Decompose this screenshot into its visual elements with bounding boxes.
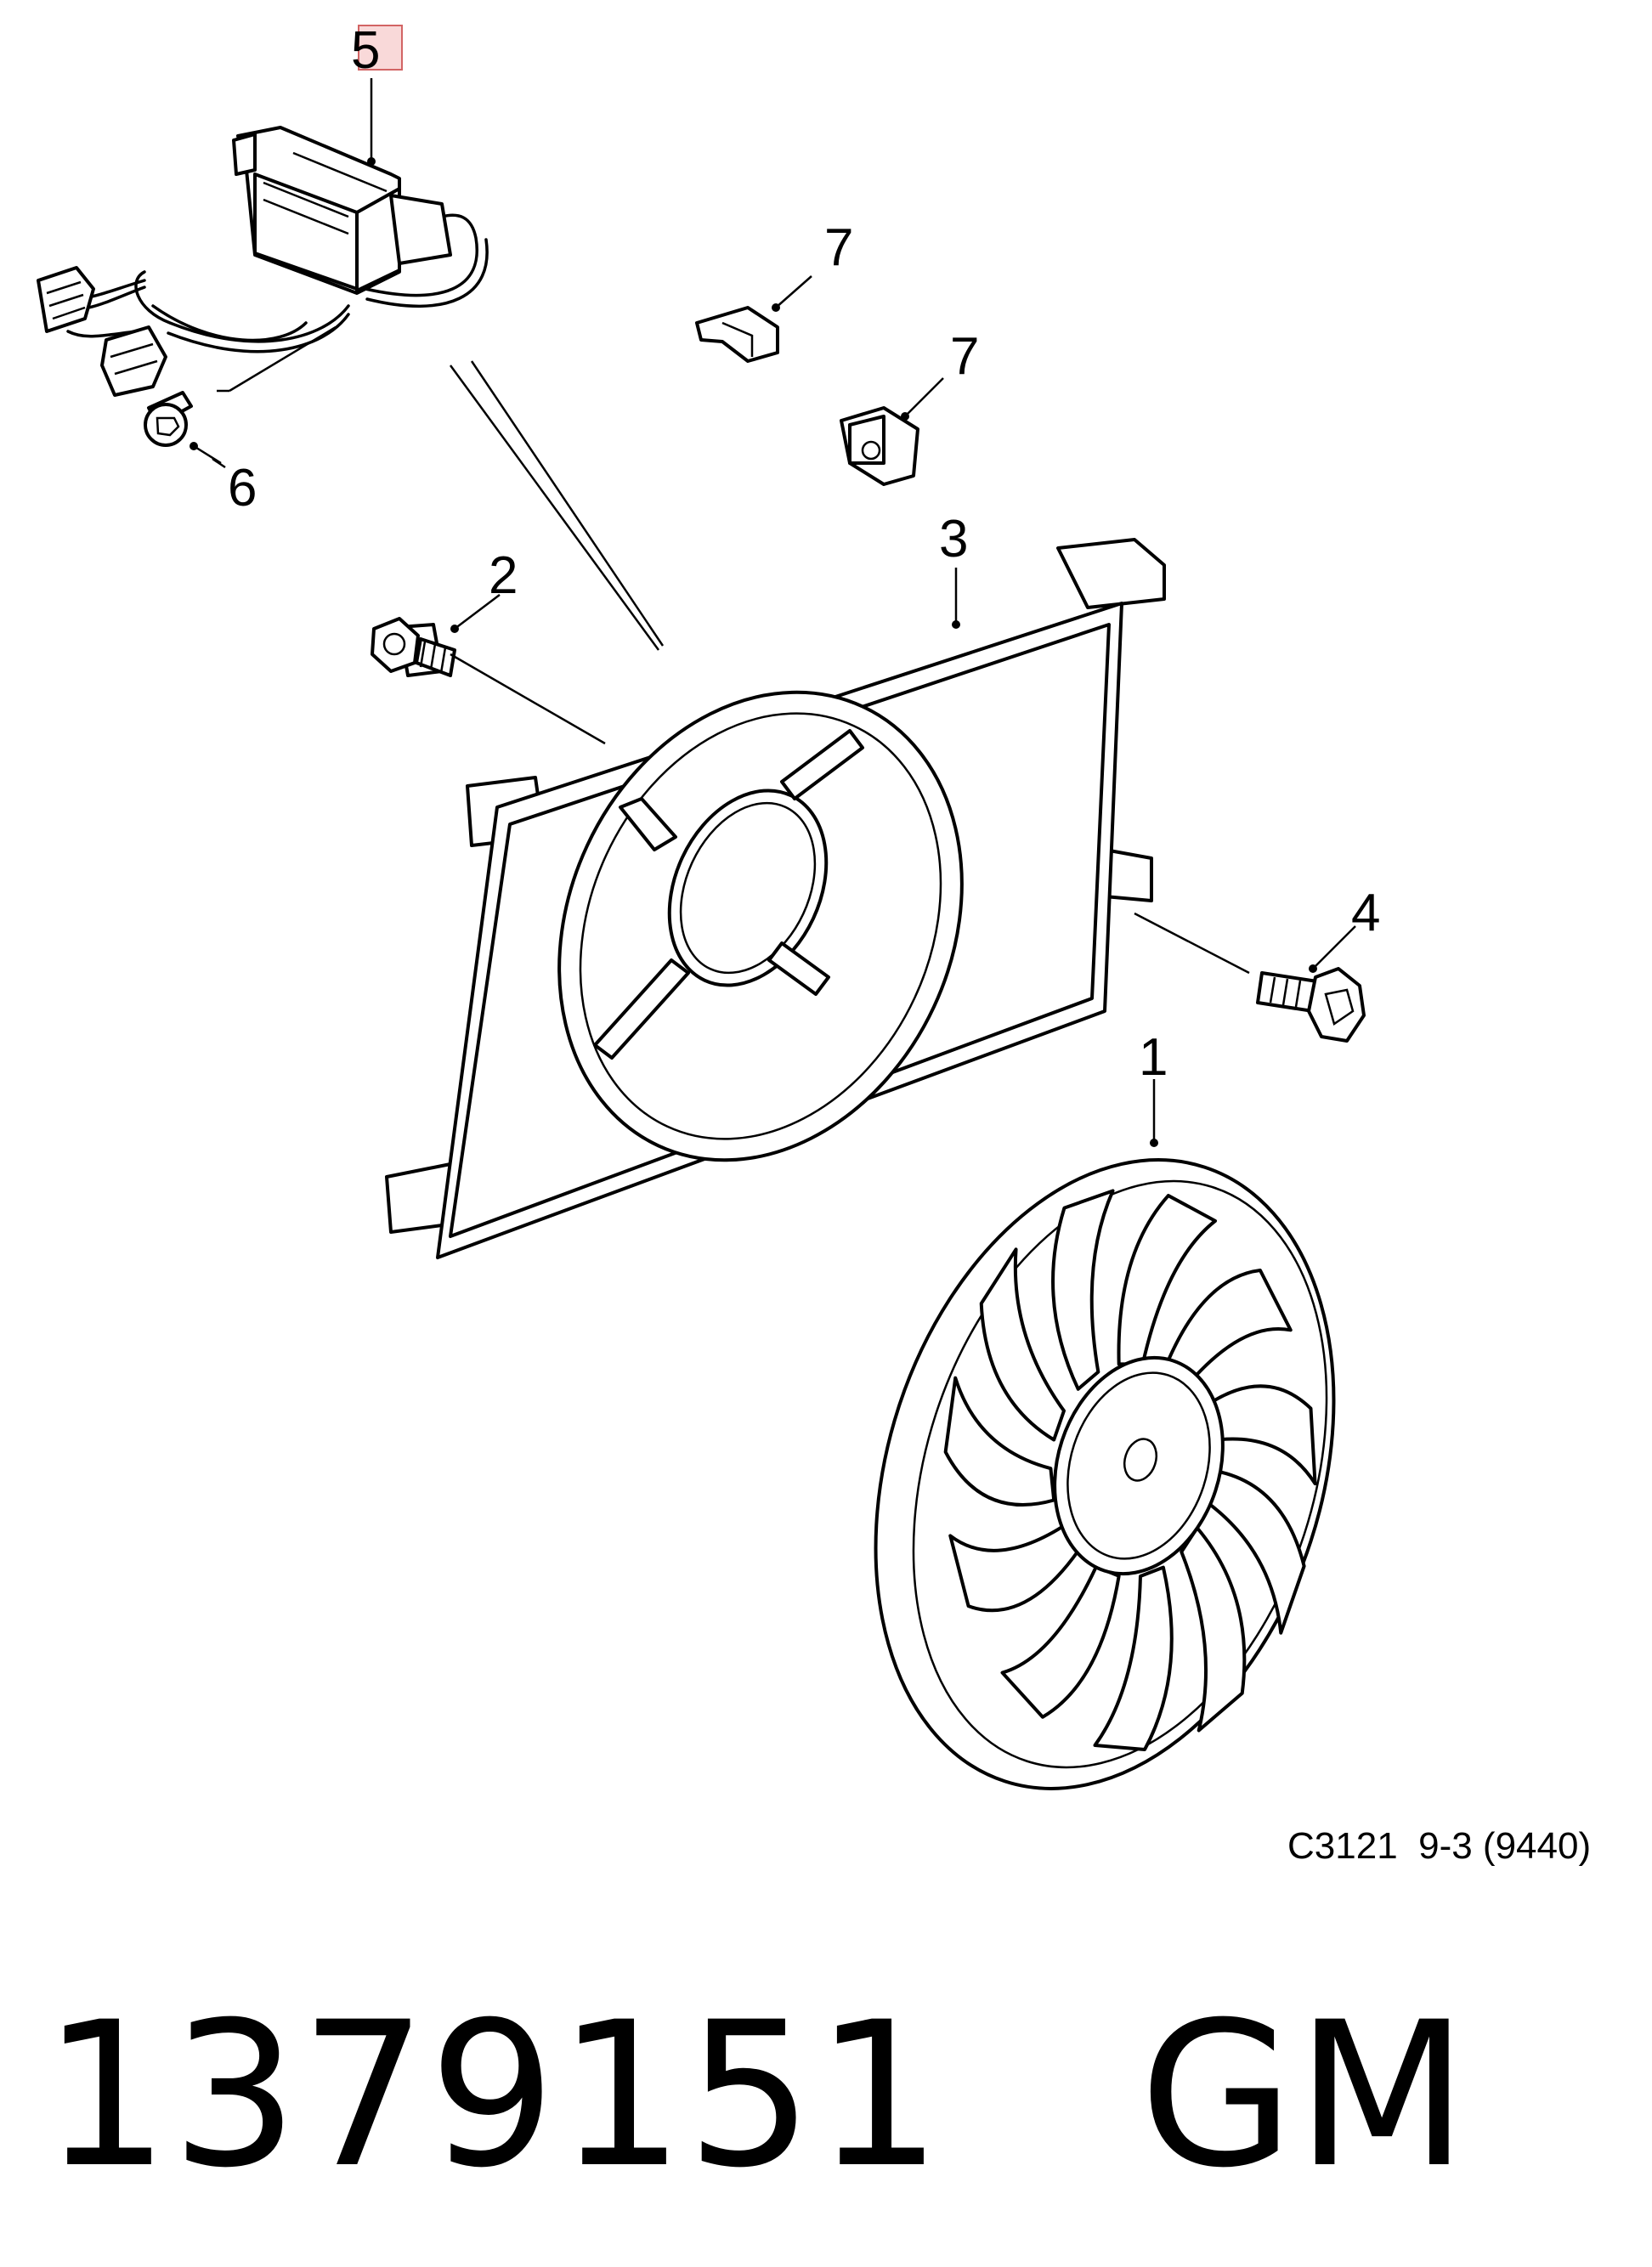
clip-upper-part: [695, 306, 779, 363]
shroud-part: [385, 538, 1166, 1259]
callout-7-lower: 7: [950, 327, 979, 386]
screw-part: [144, 391, 193, 447]
callout-3: 3: [939, 510, 968, 568]
callout-labels: 5 6 7 7 3 2 4 1: [228, 21, 1380, 1087]
control-module-part: [37, 126, 489, 397]
fan-blade: [1000, 1564, 1121, 1719]
fan-blade: [1051, 1189, 1115, 1391]
fan-blade: [979, 1247, 1066, 1442]
callout-6: 6: [228, 459, 257, 517]
bolt-left-part: [371, 617, 456, 677]
diagram-reference-code: C3121 9-3 (9440): [1287, 1825, 1592, 1867]
callout-2: 2: [489, 546, 518, 605]
clip-lower-part: [840, 406, 919, 486]
part-number: 1379151 GM: [42, 1980, 1470, 2212]
fan-blade: [1195, 1384, 1317, 1486]
callout-5: 5: [351, 21, 380, 80]
callout-7-upper: 7: [824, 218, 853, 277]
fan-blade: [943, 1376, 1056, 1507]
leader-lines: [190, 78, 1356, 1147]
fan-blade: [1117, 1194, 1218, 1366]
callout-5-highlight: [358, 25, 403, 71]
callout-4: 4: [1351, 884, 1380, 942]
fan-blade: [1093, 1565, 1174, 1751]
fan-blade: [1204, 1468, 1306, 1635]
fan-blade: [1180, 1526, 1247, 1733]
fan-blade: [1161, 1269, 1293, 1392]
fan-blade: [948, 1524, 1080, 1613]
bolt-right-part: [1256, 967, 1366, 1043]
fan-part: [874, 1158, 1336, 1790]
callout-1: 1: [1139, 1028, 1168, 1087]
